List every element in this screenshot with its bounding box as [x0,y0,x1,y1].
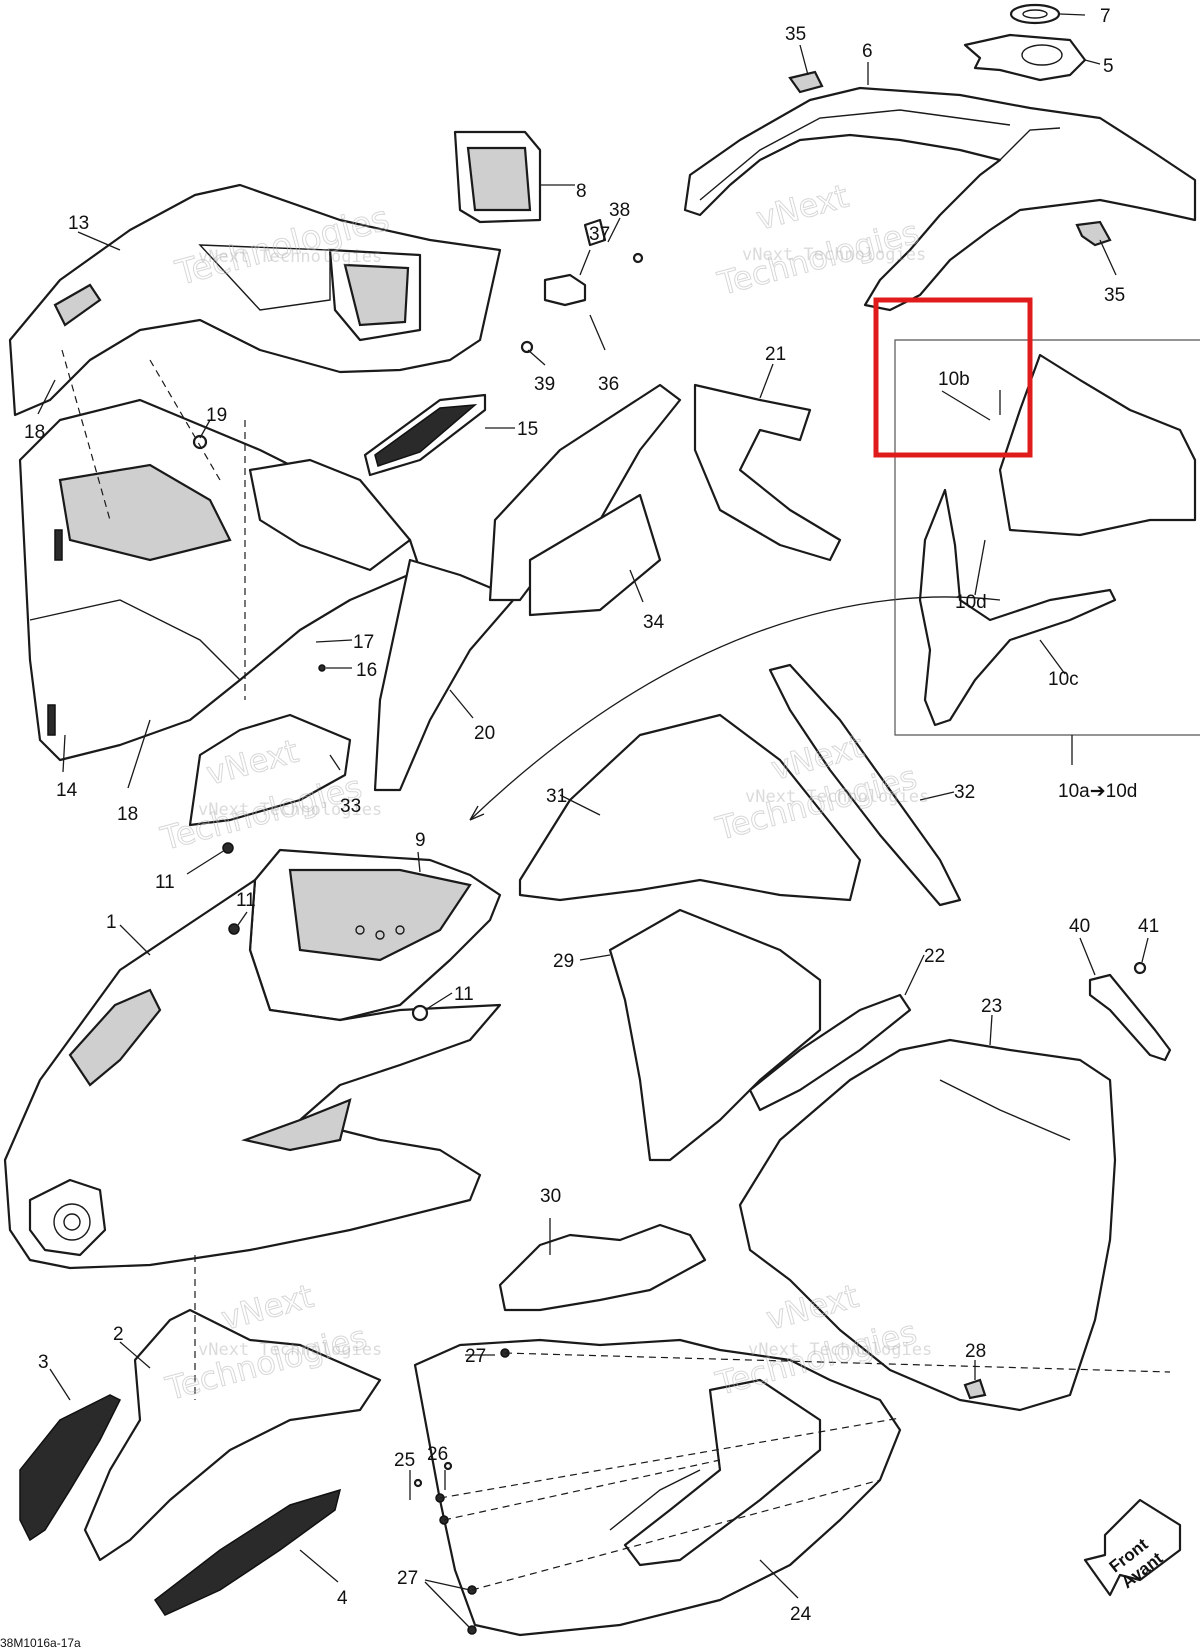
callout-11-c: 11 [454,984,474,1005]
callout-10a-10d: 10a➔10d [1058,781,1137,802]
callout-11-b: 11 [236,890,256,911]
part-3-grille-left [19,1394,122,1542]
callout-4: 4 [337,1588,348,1609]
callouts: 7 5 6 35 35 8 38 37 36 39 13 18 15 19 17… [24,6,1159,1625]
part-23-side-panel [738,1038,1117,1412]
leader-lines [37,13,1149,1629]
part-21-trim [693,383,842,562]
callout-7: 7 [1100,6,1111,27]
part-40-bracket [1088,973,1172,1062]
callout-24: 24 [790,1604,812,1625]
callout-38: 38 [609,200,630,221]
part-4-grille-lower [153,1488,342,1616]
callout-28: 28 [965,1341,986,1362]
part-24-bottom-pan [413,1338,902,1637]
part-30-pad [498,1223,707,1312]
callout-1: 1 [106,912,117,933]
part-22-strip [748,993,912,1112]
part-41-screw [1133,961,1147,975]
part-1-front-hood [3,878,502,1270]
callout-3: 3 [38,1352,49,1373]
callout-8: 8 [576,181,587,202]
callout-30: 30 [540,1186,561,1207]
callout-27-lower: 27 [397,1568,418,1589]
part-6-top-panel [683,86,1197,312]
callout-34: 34 [643,612,665,633]
callout-27-upper: 27 [465,1346,486,1367]
watermark-large-2a: vNext [752,177,852,238]
part-10-windshield-assembly [918,353,1197,727]
part-32-strip [768,663,962,907]
front-direction-badge: Front Avant [1083,1498,1182,1597]
part-7-ring [1009,3,1061,25]
callout-40: 40 [1069,916,1090,937]
callout-10b: 10b [938,369,970,390]
callout-6: 6 [862,41,873,62]
part-29-liner [608,908,822,1162]
callout-9: 9 [415,830,426,851]
watermark-small-1: vNext Technologies [198,247,382,267]
watermark-small-3: vNext Technologies [198,800,382,820]
callout-35-lower: 35 [1104,285,1125,306]
part-34-deflector [488,383,682,617]
callout-15: 15 [517,419,538,440]
inset-frame-10 [894,339,1200,765]
callout-16: 16 [356,660,377,681]
callout-2: 2 [113,1324,124,1345]
part-5-plate [963,33,1087,82]
callout-14: 14 [56,780,78,801]
callout-10d: 10d [955,592,987,613]
callout-22: 22 [924,946,945,967]
watermark-small-6: vNext Technologies [748,1340,932,1360]
part-14-lower-console [18,398,422,762]
part-35-clip-lower [1075,220,1112,247]
callout-36: 36 [598,374,619,395]
callout-29: 29 [553,951,574,972]
callout-11-a: 11 [155,872,175,893]
callout-39: 39 [534,374,555,395]
part-2-lower-nose [83,1308,382,1562]
callout-35-upper: 35 [785,24,806,45]
callout-13: 13 [68,213,89,234]
assembly-arrow [469,596,1001,821]
drawing-code: 38M1016a-17a [0,1636,81,1650]
callout-26: 26 [427,1444,448,1465]
callout-18-upper: 18 [24,422,45,443]
callout-17: 17 [353,632,374,653]
callout-21: 21 [765,344,786,365]
callout-23: 23 [981,996,1002,1017]
callout-32: 32 [954,782,975,803]
part-13-upper-console [8,183,502,417]
highlight-box [873,297,1033,458]
part-28-clip [963,1378,987,1400]
part-15-vent-grille [363,393,487,477]
watermark-small-5: vNext Technologies [198,1340,382,1360]
part-33-pad [188,713,352,827]
part-20-side-panel [373,558,517,792]
assembly-lines [61,349,1171,1591]
callout-33: 33 [340,796,361,817]
callout-19: 19 [206,405,227,426]
callout-37: 37 [589,224,610,245]
part-31-liner [518,713,862,902]
part-9-gauge-bezel [248,848,502,1022]
callout-5: 5 [1103,56,1114,77]
watermark-small-4: vNext Technologies [745,787,929,807]
part-8-lamp-housing [453,130,542,224]
watermark-small-2: vNext Technologies [742,245,926,265]
callout-18-lower: 18 [117,804,138,825]
watermark-large-5a: vNext [217,1277,317,1338]
callout-20: 20 [474,723,495,744]
callout-10c: 10c [1048,669,1079,690]
part-35-clip-upper [788,70,824,94]
callout-25: 25 [394,1450,415,1471]
callout-31: 31 [546,786,567,807]
callout-41: 41 [1138,916,1159,937]
